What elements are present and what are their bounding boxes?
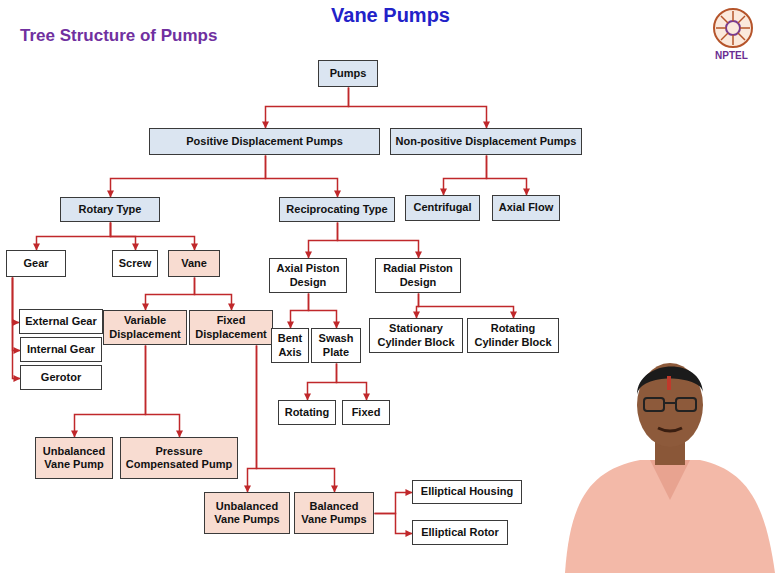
pump-type-box: Variable Displacement (103, 310, 187, 345)
box-label: Reciprocating Type (286, 203, 387, 216)
box-label: Unbalanced Vane Pumps (209, 500, 285, 526)
box-label: Positive Displacement Pumps (186, 135, 343, 148)
box-label: Fixed Displacement (194, 314, 268, 340)
tree-connector (419, 294, 514, 319)
pump-type-box: Fixed Displacement (189, 310, 273, 345)
tree-connector (487, 156, 527, 196)
tree-connector (248, 346, 257, 493)
tree-connector (308, 364, 337, 401)
tree-connector (375, 514, 413, 534)
pump-type-box: Unbalanced Vane Pumps (204, 492, 290, 534)
tree-connector (146, 346, 180, 438)
pump-type-box: Non-positive Displacement Pumps (390, 128, 582, 155)
pump-type-box: Pumps (318, 60, 378, 87)
pump-type-box: Vane (168, 250, 220, 277)
logo-text-wrap: NPTEL (715, 50, 748, 61)
pump-type-box: Gerotor (20, 365, 102, 390)
box-label: Variable Displacement (108, 314, 182, 340)
box-label: Swash Plate (316, 332, 356, 358)
slide-title: Vane Pumps (331, 4, 450, 26)
tree-connector (37, 223, 111, 251)
pump-type-box: Rotary Type (60, 197, 160, 222)
box-label: Pressure Compensated Pump (125, 445, 233, 471)
tree-connector (309, 294, 337, 329)
tree-connector (111, 223, 195, 251)
box-label: Rotating (285, 406, 330, 419)
box-label: Rotary Type (79, 203, 142, 216)
box-label: Gear (23, 257, 48, 270)
pump-type-box: Unbalanced Vane Pump (35, 437, 113, 479)
pump-type-box: Elliptical Housing (412, 480, 522, 504)
box-label: Gerotor (41, 371, 81, 384)
pump-type-box: Centrifugal (405, 195, 480, 221)
subtitle: Tree Structure of Pumps (20, 26, 217, 45)
box-label: Fixed (352, 406, 381, 419)
pump-type-box: Gear (6, 250, 66, 277)
box-label: Rotating Cylinder Block (472, 322, 554, 348)
tree-connector (349, 88, 487, 129)
box-label: Screw (119, 257, 151, 270)
pump-type-box: Reciprocating Type (279, 197, 395, 222)
box-label: External Gear (25, 315, 97, 328)
pump-type-box: Internal Gear (20, 337, 102, 362)
logo-text: NPTEL (715, 50, 748, 61)
box-label: Internal Gear (27, 343, 95, 356)
box-label: Bent Axis (276, 332, 304, 358)
pump-type-box: Rotating Cylinder Block (467, 318, 559, 353)
tree-connector (291, 294, 309, 329)
box-label: Pumps (330, 67, 367, 80)
pump-type-box: Elliptical Rotor (412, 520, 508, 545)
tree-connector (146, 278, 195, 311)
pump-type-box: Axial Flow (492, 195, 560, 221)
tree-connector (309, 223, 338, 259)
tree-connector (266, 88, 349, 129)
nptel-logo (714, 9, 752, 47)
pump-type-box: Fixed (342, 400, 390, 425)
pump-type-box: Bent Axis (271, 328, 309, 363)
tree-connector (111, 156, 266, 198)
slide-title-wrap: Vane Pumps (0, 4, 781, 27)
box-label: Axial Flow (499, 201, 553, 214)
box-label: Radial Piston Design (380, 262, 456, 288)
pump-type-box: Balanced Vane Pumps (294, 492, 374, 534)
box-label: Stationary Cylinder Block (374, 322, 458, 348)
subtitle-wrap: Tree Structure of Pumps (20, 26, 217, 46)
box-label: Elliptical Rotor (421, 526, 499, 539)
box-label: Vane (181, 257, 207, 270)
tree-connector (195, 278, 232, 311)
box-label: Non-positive Displacement Pumps (396, 135, 577, 148)
pump-type-box: Rotating (278, 400, 336, 425)
box-label: Elliptical Housing (421, 485, 513, 498)
box-label: Centrifugal (413, 201, 471, 214)
pump-type-box: Radial Piston Design (375, 258, 461, 293)
pump-type-box: Axial Piston Design (269, 258, 347, 293)
tree-connector (337, 364, 367, 401)
pump-type-box: External Gear (19, 309, 103, 334)
tree-connector (375, 493, 413, 514)
pump-type-box: Swash Plate (311, 328, 361, 363)
pump-type-box: Screw (112, 250, 158, 277)
box-label: Unbalanced Vane Pump (40, 445, 108, 471)
tree-connector (266, 156, 338, 198)
pump-type-box: Positive Displacement Pumps (149, 128, 380, 155)
box-label: Balanced Vane Pumps (299, 500, 369, 526)
presenter-figure (565, 363, 775, 573)
pump-type-box: Pressure Compensated Pump (120, 437, 238, 479)
box-label: Axial Piston Design (274, 262, 342, 288)
tree-connector (338, 223, 419, 259)
tree-connector (444, 156, 487, 196)
pump-type-box: Stationary Cylinder Block (369, 318, 463, 353)
